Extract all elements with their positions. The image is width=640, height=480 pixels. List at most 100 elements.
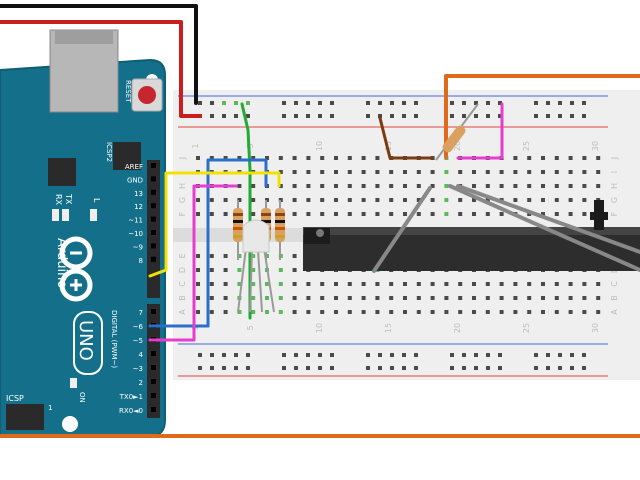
breadboard-hole — [361, 198, 366, 202]
reset-button[interactable] — [138, 86, 156, 104]
breadboard-hole — [306, 310, 311, 314]
breadboard-hole — [554, 282, 559, 286]
breadboard-hole — [292, 184, 297, 188]
rgb-led — [237, 219, 275, 313]
breadboard-hole — [209, 296, 214, 300]
breadboard-hole — [554, 170, 559, 174]
row-letter: H — [610, 183, 619, 189]
breadboard-hole — [554, 310, 559, 314]
breadboard-hole — [430, 184, 435, 188]
rail-hole — [390, 353, 394, 357]
breadboard-hole — [485, 184, 490, 188]
breadboard-hole — [458, 198, 463, 202]
rail-hole — [282, 101, 286, 105]
rail-hole — [294, 366, 298, 370]
rail-hole — [414, 353, 418, 357]
wire-grey-left — [372, 186, 432, 273]
rail-hole — [462, 114, 466, 118]
breadboard-hole — [568, 212, 573, 216]
rail-hole — [534, 101, 538, 105]
breadboard-hole — [292, 254, 297, 258]
wire-brown — [378, 116, 434, 160]
rail-hole — [450, 353, 454, 357]
rail-hole — [486, 114, 490, 118]
column-number: 25 — [522, 323, 531, 333]
breadboard-hole — [541, 170, 545, 174]
breadboard-hole — [306, 212, 311, 216]
breadboard-hole — [278, 310, 283, 314]
breadboard-hole — [568, 198, 573, 202]
breadboard-hole — [389, 296, 394, 300]
breadboard-hole — [582, 282, 587, 286]
rail-hole — [294, 353, 298, 357]
row-letter: J — [610, 157, 619, 160]
breadboard-hole — [389, 310, 394, 314]
breadboard-hole — [209, 310, 214, 314]
column-number: 15 — [384, 323, 393, 333]
pin-label: 13 — [134, 190, 143, 198]
breadboard-hole — [472, 170, 476, 174]
breadboard-hole — [499, 310, 504, 314]
breadboard-hole — [375, 170, 380, 174]
rail-hole — [234, 101, 238, 105]
pin-label: RX0◄0 — [119, 407, 143, 415]
pin-socket — [151, 309, 156, 314]
rail-hole — [570, 353, 574, 357]
rail-hole — [306, 114, 310, 118]
breadboard-hole — [347, 282, 352, 286]
rail-hole — [366, 366, 370, 370]
wire-black-gnd — [0, 4, 198, 105]
slider-pin — [316, 229, 324, 237]
rail-hole — [330, 353, 334, 357]
breadboard-hole — [389, 184, 394, 188]
rail-hole — [390, 114, 394, 118]
breadboard-hole — [499, 282, 504, 286]
rail-hole — [318, 353, 322, 357]
rail-hole — [582, 353, 586, 357]
breadboard-hole — [347, 198, 352, 202]
breadboard-hole — [209, 254, 214, 258]
breadboard-hole — [389, 170, 394, 174]
pin-label: ~6 — [133, 323, 144, 331]
pin-socket — [151, 379, 156, 384]
breadboard-hole — [320, 198, 325, 202]
breadboard-hole — [472, 282, 476, 286]
breadboard-hole — [527, 156, 532, 160]
rail-hole — [498, 353, 502, 357]
pin-label: 2 — [139, 379, 143, 387]
breadboard-hole — [541, 310, 545, 314]
breadboard-hole — [416, 198, 421, 202]
rail-hole — [582, 101, 586, 105]
breadboard-hole — [499, 296, 504, 300]
rail-hole — [222, 353, 226, 357]
breadboard-hole — [334, 156, 338, 160]
column-number: 30 — [591, 141, 600, 151]
breadboard-hole — [472, 198, 476, 202]
breadboard-hole — [306, 170, 311, 174]
breadboard-hole — [416, 184, 421, 188]
wire-yellow — [148, 171, 281, 278]
breadboard-hole — [306, 184, 311, 188]
rail-hole — [546, 101, 550, 105]
pin-label: ~10 — [128, 230, 143, 238]
breadboard-hole — [223, 310, 228, 314]
breadboard-hole — [375, 282, 380, 286]
breadboard-hole — [320, 156, 325, 160]
pin-label: 7 — [139, 309, 143, 317]
pin-socket — [151, 243, 156, 249]
breadboard-hole — [527, 296, 532, 300]
breadboard-hole — [209, 198, 214, 202]
breadboard-hole — [251, 282, 256, 286]
pin-label: ~5 — [133, 337, 143, 345]
breadboard-hole — [554, 296, 559, 300]
uno-badge — [73, 311, 103, 375]
breadboard-hole — [485, 170, 490, 174]
l-led — [90, 209, 97, 221]
rail-hole — [558, 366, 562, 370]
breadboard-hole — [375, 198, 380, 202]
breadboard-hole — [361, 184, 366, 188]
breadboard-hole — [265, 296, 269, 300]
breadboard-hole — [237, 198, 242, 202]
wire-magenta-right — [456, 102, 504, 160]
breadboard-hole — [403, 310, 407, 314]
